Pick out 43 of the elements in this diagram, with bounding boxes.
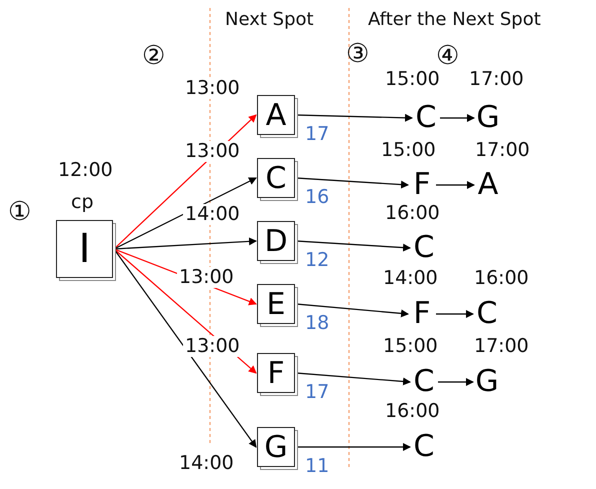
spot-box: A (257, 95, 295, 135)
count-number: 12 (304, 250, 330, 271)
arrow (296, 177, 409, 189)
count-number: 17 (304, 124, 330, 145)
arrow (438, 378, 474, 386)
arrow (114, 237, 257, 250)
spot-box: C (257, 158, 295, 198)
spot-letter: C (411, 365, 437, 399)
column-heading: Next Spot (225, 10, 314, 30)
spot-box: F (257, 353, 295, 393)
spot-letter: G (474, 365, 500, 399)
spot-letter: C (411, 430, 437, 464)
spot-letter: C (413, 101, 439, 135)
arrow (296, 303, 409, 318)
spot-letter: C (474, 297, 500, 331)
arrow (296, 372, 411, 386)
node-caption: 12:00 (57, 160, 114, 181)
spot-box: I (56, 220, 113, 278)
node-caption: cp (70, 192, 95, 213)
count-number: 11 (304, 456, 330, 477)
spot-letter: F (409, 168, 435, 202)
arrow (436, 181, 475, 189)
step-number: ② (142, 42, 166, 71)
arrow (114, 248, 257, 448)
spot-letter: C (411, 231, 437, 265)
column-heading: After the Next Spot (368, 10, 541, 30)
step-number: ④ (436, 42, 460, 71)
spot-letter: A (475, 168, 501, 202)
spot-box: E (257, 284, 295, 324)
spot-box: G (257, 427, 295, 467)
step-number: ① (8, 198, 32, 227)
count-number: 18 (304, 313, 330, 334)
step-number: ③ (346, 40, 370, 69)
spot-letter: F (409, 297, 435, 331)
spot-letter: G (475, 101, 501, 135)
arrow (296, 240, 411, 252)
arrow (436, 310, 474, 318)
count-number: 16 (304, 187, 330, 208)
arrow (296, 443, 411, 451)
arrow (296, 114, 413, 122)
count-number: 17 (304, 382, 330, 403)
spot-box: D (257, 221, 295, 261)
arrow (440, 114, 475, 122)
